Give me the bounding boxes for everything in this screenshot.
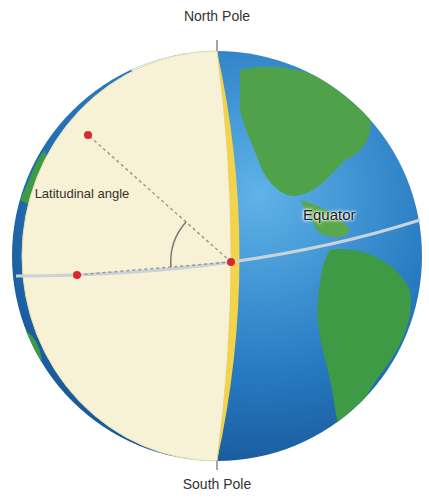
equator-dot (73, 271, 81, 279)
cut-plane (22, 51, 231, 461)
point-dot (84, 131, 92, 139)
pole-label: North Pole (184, 8, 250, 25)
globe (12, 51, 422, 461)
axis-top (216, 40, 218, 51)
radius-line (77, 262, 231, 275)
equator-line (16, 220, 420, 276)
equator-label: Equator (303, 206, 356, 224)
angle-arc (171, 222, 186, 267)
cut-band (217, 51, 240, 461)
center-dot (227, 258, 235, 266)
axis-bottom (216, 461, 218, 470)
angle-label: Latitudinal angle (34, 186, 130, 202)
pole-label: South Pole (183, 476, 252, 493)
